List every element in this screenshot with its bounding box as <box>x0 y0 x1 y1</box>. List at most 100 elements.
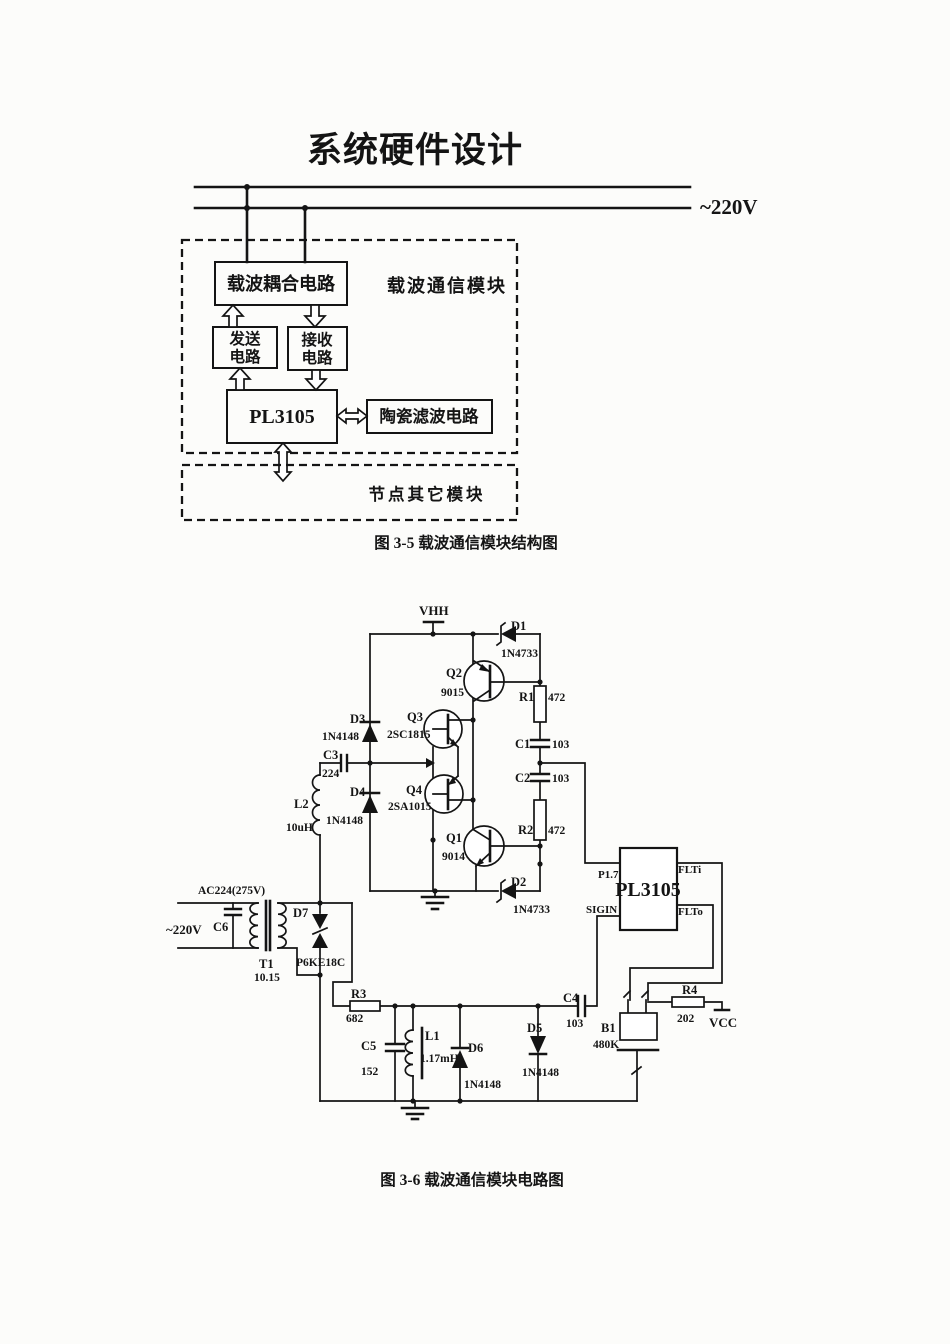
label-l1-val: 1.17mH <box>420 1053 459 1065</box>
capacitor-c4 <box>576 994 587 1018</box>
capacitor-c5 <box>384 1042 406 1053</box>
figure-3-6-circuit-diagram: PL3105 P1.7 SIGIN FLTi FLTo VHH VCC ~220… <box>166 603 737 1189</box>
vhh-label: VHH <box>419 603 449 618</box>
capacitor-c3 <box>339 753 349 773</box>
diode-d1 <box>495 621 516 647</box>
label-l1-ref: L1 <box>425 1029 440 1043</box>
transistor-q2 <box>463 659 541 703</box>
ac-voltage-label: ~220V <box>166 922 202 937</box>
label-r4-ref: R4 <box>682 983 698 997</box>
label-q3-val: 2SC1815 <box>387 729 431 741</box>
inductor-l1 <box>404 1029 414 1077</box>
transmit-label-line1: 发送 <box>228 329 261 348</box>
label-q1-val: 9014 <box>442 851 465 863</box>
label-c2-ref: C2 <box>515 771 530 785</box>
pin-label-flti: FLTi <box>678 864 701 876</box>
component-labels: D1 1N4733 D2 1N4733 D3 1N4148 D4 1N4148 … <box>198 619 698 1091</box>
diode-d2 <box>495 878 516 904</box>
label-d7-ref: D7 <box>293 906 308 920</box>
diode-d3 <box>359 720 381 742</box>
ground-symbol <box>420 895 450 911</box>
label-q1-ref: Q1 <box>446 831 462 845</box>
label-d4-ref: D4 <box>350 785 366 799</box>
label-d6-ref: D6 <box>468 1041 483 1055</box>
mains-lines <box>193 184 692 264</box>
module-dashed-border <box>180 238 519 455</box>
arrow-up-chip-to-tx <box>228 366 252 391</box>
label-r2-val: 472 <box>548 825 566 837</box>
label-d2-val: 1N4733 <box>513 904 550 916</box>
connection-tick <box>640 989 650 999</box>
label-c3-ref: C3 <box>323 748 338 762</box>
coupling-circuit-label: 载波耦合电路 <box>227 273 336 294</box>
arrow-down-rx-to-chip <box>304 369 328 392</box>
resistor-r3 <box>349 1000 381 1012</box>
label-t1-val: 10.15 <box>254 972 280 984</box>
label-d5-ref: D5 <box>527 1021 542 1035</box>
capacitor-c6 <box>223 907 243 917</box>
page-title: 系统硬件设计 <box>306 131 523 170</box>
pin-label-flto: FLTo <box>678 906 703 918</box>
module-title-label: 载波通信模块 <box>387 275 507 296</box>
resistor-r1 <box>533 685 547 723</box>
arrow-up-tx-to-coupling <box>221 303 245 328</box>
inductor-l2 <box>311 774 321 836</box>
label-q2-val: 9015 <box>441 687 464 699</box>
resistor-r2 <box>533 799 547 841</box>
other-module-label: 节点其它模块 <box>369 484 486 504</box>
capacitor-c1 <box>529 738 551 749</box>
label-r2-ref: R2 <box>518 823 533 837</box>
vcc-label: VCC <box>709 1015 737 1030</box>
arrow-down-coupling-to-rx <box>303 304 327 329</box>
ground-symbol <box>400 1106 430 1121</box>
receive-label-line2: 电路 <box>301 348 333 367</box>
label-r3-val: 682 <box>346 1013 364 1025</box>
figure-3-5-block-diagram: ~220V 载波耦合电路 载波通信模块 发送 电路 接收 电路 PL3105 陶… <box>180 184 758 552</box>
label-q4-ref: Q4 <box>406 783 423 797</box>
label-c3-val: 224 <box>322 768 340 780</box>
label-c6-val: AC224(275V) <box>198 885 265 897</box>
label-t1-ref: T1 <box>259 957 274 971</box>
pl3105-chip-label: PL3105 <box>615 879 681 901</box>
pl3105-label: PL3105 <box>249 406 315 428</box>
connection-tick <box>630 1065 643 1076</box>
pl3105-chip-box <box>618 846 679 932</box>
label-c1-val: 103 <box>552 739 570 751</box>
label-d1-ref: D1 <box>511 619 526 633</box>
label-r1-val: 472 <box>548 692 566 704</box>
diode-d5 <box>528 1036 548 1056</box>
mains-voltage-label: ~220V <box>700 195 758 219</box>
transformer-t1 <box>249 902 287 949</box>
label-d3-ref: D3 <box>350 712 365 726</box>
label-d2-ref: D2 <box>511 875 526 889</box>
label-c4-ref: C4 <box>563 991 579 1005</box>
label-d3-val: 1N4148 <box>322 731 359 743</box>
transistor-q4 <box>424 774 474 814</box>
transmit-circuit-box <box>212 326 278 369</box>
label-d7-val: P6KE18C <box>296 957 345 969</box>
figure-3-5-caption: 图 3-5 载波通信模块结构图 <box>374 533 557 552</box>
diode-d4 <box>359 791 381 813</box>
tvs-diode-d7 <box>311 914 329 948</box>
label-q3-ref: Q3 <box>407 710 423 724</box>
resistor-r4 <box>671 996 705 1008</box>
label-c6-ref: C6 <box>213 920 228 934</box>
label-d5-val: 1N4148 <box>522 1067 559 1079</box>
label-c5-ref: C5 <box>361 1039 376 1053</box>
hollow-arrows <box>221 303 369 483</box>
connection-tick <box>622 989 632 999</box>
transistor-q3 <box>423 709 474 749</box>
arrow-bidir-chip-othermodule <box>273 441 293 483</box>
transmit-label-line2: 电路 <box>229 347 261 366</box>
label-r4-val: 202 <box>677 1013 695 1025</box>
label-c2-val: 103 <box>552 773 570 785</box>
ceramic-filter-label: 陶瓷滤波电路 <box>380 406 480 426</box>
label-r1-ref: R1 <box>519 690 534 704</box>
signal-arrowhead <box>426 758 435 768</box>
label-r3-ref: R3 <box>351 987 366 1001</box>
label-c1-ref: C1 <box>515 737 530 751</box>
label-l2-ref: L2 <box>294 797 309 811</box>
receive-label-line1: 接收 <box>301 330 333 349</box>
label-b1-val: 480K <box>593 1039 619 1051</box>
label-d1-val: 1N4733 <box>501 648 538 660</box>
